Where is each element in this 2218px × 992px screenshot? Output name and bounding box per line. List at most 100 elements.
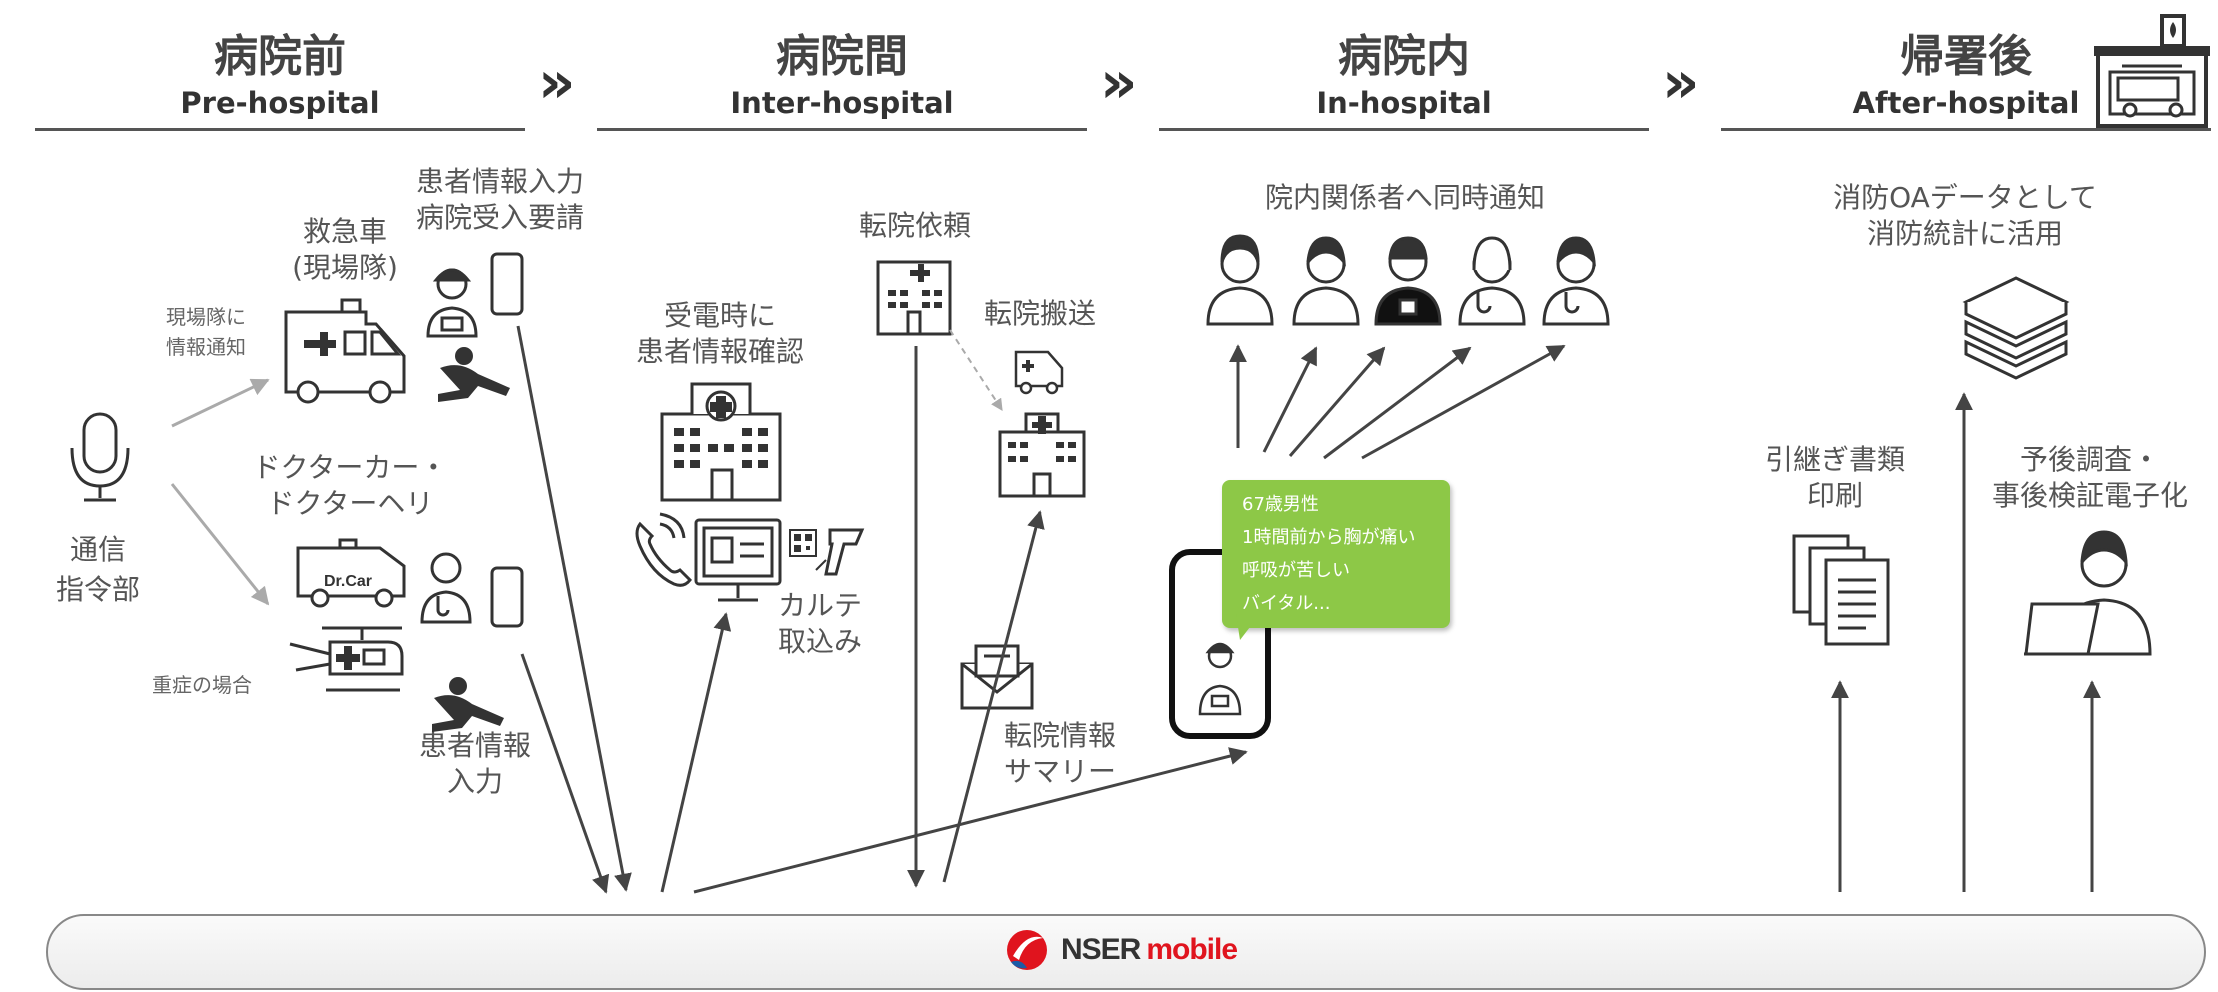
bubble-line: 1時間前から胸が痛い	[1242, 527, 1416, 548]
dispatch-label: 通信 指令部	[50, 532, 146, 608]
karte-line: カルテ	[777, 589, 862, 622]
dispatch-line: 通信	[69, 533, 126, 566]
arrow	[1323, 346, 1472, 460]
doctor-car-icon	[296, 538, 406, 608]
arrow	[1361, 344, 1566, 460]
brand-name-b: mobile	[1146, 933, 1238, 966]
arrow	[660, 612, 732, 893]
fire-oa-label: 消防OAデータとして 消防統計に活用	[1800, 180, 2130, 252]
dispatch-line: 指令部	[55, 573, 140, 606]
arrow	[170, 483, 270, 606]
notify-staff-label: 院内関係者へ同時通知	[1264, 181, 1545, 214]
smartphone-icon	[490, 566, 524, 628]
hospital-windows	[674, 428, 768, 468]
patient-input-line: 入力	[446, 765, 503, 798]
followup-label: 予後調査・ 事後検証電子化	[1975, 442, 2205, 514]
paramedic-icon	[426, 268, 478, 338]
collapsed-person-icon	[438, 347, 510, 402]
hospital-windows	[888, 290, 942, 308]
patient-info-bubble: 67歳男性 1時間前から胸が痛い 呼吸が苦しい バイタル...	[1222, 480, 1450, 628]
notify-scene-label: 現場隊に 情報通知	[166, 302, 246, 362]
phase-title-jp: 病院間	[776, 31, 908, 82]
handover-line: 引継ぎ書類	[1764, 443, 1905, 476]
arrow	[693, 747, 1248, 894]
karte-import-label: カルテ 取込み	[770, 588, 870, 660]
ambulance-label: 救急車 (現場隊)	[290, 214, 400, 286]
staff-icons	[1206, 234, 1610, 326]
phase-title-en: In-hospital	[1316, 86, 1492, 120]
transfer-summary-label: 転院情報 サマリー	[990, 718, 1130, 790]
confirm-line: 患者情報確認	[635, 335, 804, 368]
phone-waves-icon	[659, 512, 686, 539]
microphone-icon	[70, 412, 130, 502]
phase-title-en: After-hospital	[1852, 86, 2080, 120]
arrow	[171, 378, 270, 428]
person-laptop-icon	[2024, 530, 2152, 656]
transfer-transport-label: 転院搬送	[983, 297, 1096, 330]
monitor-icon	[694, 518, 782, 602]
bubble-line: バイタル...	[1242, 593, 1331, 614]
transfer-request-label: 転院依頼	[858, 209, 971, 242]
followup-line: 事後検証電子化	[1991, 479, 2188, 512]
documents-icon	[1792, 534, 1890, 646]
envelope-icon	[960, 644, 1034, 710]
dashed-arrow	[949, 329, 1003, 412]
notify-scene-line: 情報通知	[166, 335, 246, 359]
arrow	[520, 653, 610, 894]
phase-title-en: Pre-hospital	[180, 86, 380, 120]
patient-input-label: 患者情報 入力	[410, 728, 540, 800]
hospital-small-icon	[876, 260, 952, 336]
phone-icon	[635, 521, 692, 587]
ambulance-line: 救急車	[302, 215, 387, 248]
phase-title-en: Inter-hospital	[730, 86, 954, 120]
helicopter-icon	[289, 626, 404, 692]
phase-title-jp: 病院内	[1338, 31, 1470, 82]
ambulance-small-icon	[1014, 350, 1064, 395]
transfer-summary-line: 転院情報	[1003, 719, 1116, 752]
fire-station-icon	[2094, 14, 2210, 128]
qr-code-icon	[789, 529, 817, 557]
severe-case-label: 重症の場合	[152, 673, 252, 697]
transfer-summary-line: サマリー	[1003, 755, 1116, 788]
notify-scene-line: 現場隊に	[166, 305, 246, 329]
phase-divider	[35, 128, 525, 131]
bubble-tail	[1236, 614, 1260, 640]
nser-mobile-platform-bar	[46, 914, 2206, 990]
doctor-line: ドクターカー・	[252, 451, 448, 484]
smartphone-icon	[490, 252, 524, 316]
phase-divider	[1721, 128, 2211, 131]
confirm-on-call-label: 受電時に 患者情報確認	[620, 298, 820, 370]
arrow	[516, 325, 632, 892]
patient-input-request-label: 患者情報入力 病院受入要請	[410, 164, 590, 236]
receiving-hospital-icon	[998, 412, 1086, 498]
bubble-line: 呼吸が苦しい	[1242, 560, 1350, 581]
nser-logo-icon	[1007, 930, 1047, 970]
patient-input-request-line: 病院受入要請	[415, 201, 584, 234]
phase-divider	[597, 128, 1087, 131]
handover-line: 印刷	[1806, 479, 1863, 512]
bubble-line: 67歳男性	[1242, 494, 1319, 515]
arrow	[1262, 346, 1318, 453]
paramedic-icon	[1198, 642, 1242, 716]
confirm-line: 受電時に	[663, 299, 776, 332]
phase-title-jp: 病院前	[214, 31, 346, 82]
fire-oa-line: 消防統計に活用	[1866, 217, 2063, 250]
patient-input-line: 患者情報	[418, 729, 531, 762]
fire-oa-line: 消防OAデータとして	[1833, 181, 2097, 214]
doctor-icon	[420, 552, 472, 624]
drcar-text: Dr.Car	[324, 573, 372, 590]
ambulance-line: (現場隊)	[292, 251, 398, 284]
database-stack-icon	[1962, 276, 2070, 380]
hospital-windows	[1008, 442, 1076, 462]
collapsed-person-icon	[432, 677, 504, 732]
arrow	[942, 510, 1045, 883]
doctor-car-heli-label: ドクターカー・ ドクターヘリ	[240, 450, 460, 522]
phase-divider	[1159, 128, 1649, 131]
brand-name-a: NSER	[1061, 933, 1141, 966]
followup-line: 予後調査・	[2019, 443, 2160, 476]
ambulance-icon	[284, 298, 406, 404]
hospital-icon	[660, 382, 782, 502]
doctor-line: ドクターヘリ	[266, 487, 434, 520]
handover-docs-label: 引継ぎ書類 印刷	[1745, 442, 1925, 514]
